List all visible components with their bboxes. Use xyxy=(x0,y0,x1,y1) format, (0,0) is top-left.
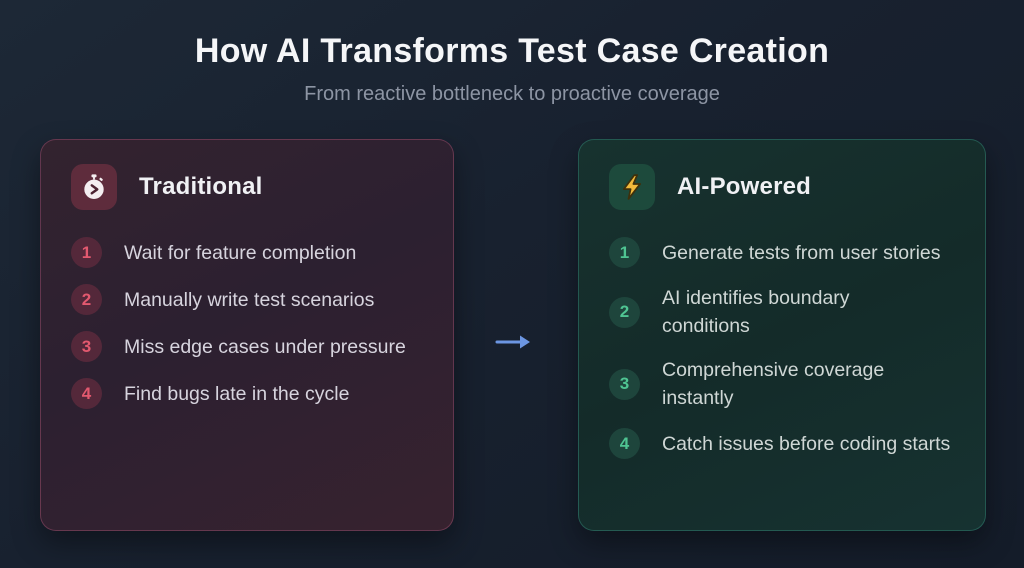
traditional-panel-title: Traditional xyxy=(139,173,263,200)
list-item: 1 Wait for feature completion xyxy=(71,237,439,268)
stopwatch-icon xyxy=(71,164,117,210)
traditional-panel: Traditional 1 Wait for feature completio… xyxy=(40,139,454,531)
item-number-badge: 4 xyxy=(71,378,102,409)
item-number-badge: 4 xyxy=(609,428,640,459)
list-item: 3 Miss edge cases under pressure xyxy=(71,331,439,362)
list-item: 1 Generate tests from user stories xyxy=(609,237,971,268)
right-arrow-icon xyxy=(494,331,534,353)
item-number-badge: 2 xyxy=(71,284,102,315)
list-item: 2 Manually write test scenarios xyxy=(71,284,439,315)
page-subtitle: From reactive bottleneck to proactive co… xyxy=(304,83,720,105)
item-number-badge: 2 xyxy=(609,296,640,328)
item-number-badge: 3 xyxy=(71,331,102,362)
item-text: Wait for feature completion xyxy=(124,241,357,264)
list-item: 4 Catch issues before coding starts xyxy=(609,428,971,459)
item-text: AI identifies boundary conditions xyxy=(662,287,850,337)
traditional-panel-header: Traditional xyxy=(71,164,439,210)
item-text: Comprehensive coverage instantly xyxy=(662,359,885,409)
ai-powered-panel: AI-Powered 1 Generate tests from user st… xyxy=(578,139,986,531)
list-item: 3 Comprehensive coverage instantly xyxy=(609,356,971,412)
item-number-badge: 3 xyxy=(609,368,640,400)
ai-powered-panel-header: AI-Powered xyxy=(609,164,971,210)
ai-powered-panel-title: AI-Powered xyxy=(677,173,812,200)
item-number-badge: 1 xyxy=(71,237,102,268)
item-text: Miss edge cases under pressure xyxy=(124,335,406,358)
item-text: Catch issues before coding starts xyxy=(662,432,951,455)
item-number-badge: 1 xyxy=(609,237,640,268)
page-title: How AI Transforms Test Case Creation xyxy=(194,32,830,70)
item-text: Manually write test scenarios xyxy=(124,288,375,311)
item-text: Generate tests from user stories xyxy=(662,241,941,264)
list-item: 2 AI identifies boundary conditions xyxy=(609,284,971,340)
lightning-icon xyxy=(609,164,655,210)
list-item: 4 Find bugs late in the cycle xyxy=(71,378,439,409)
item-text: Find bugs late in the cycle xyxy=(124,382,350,405)
